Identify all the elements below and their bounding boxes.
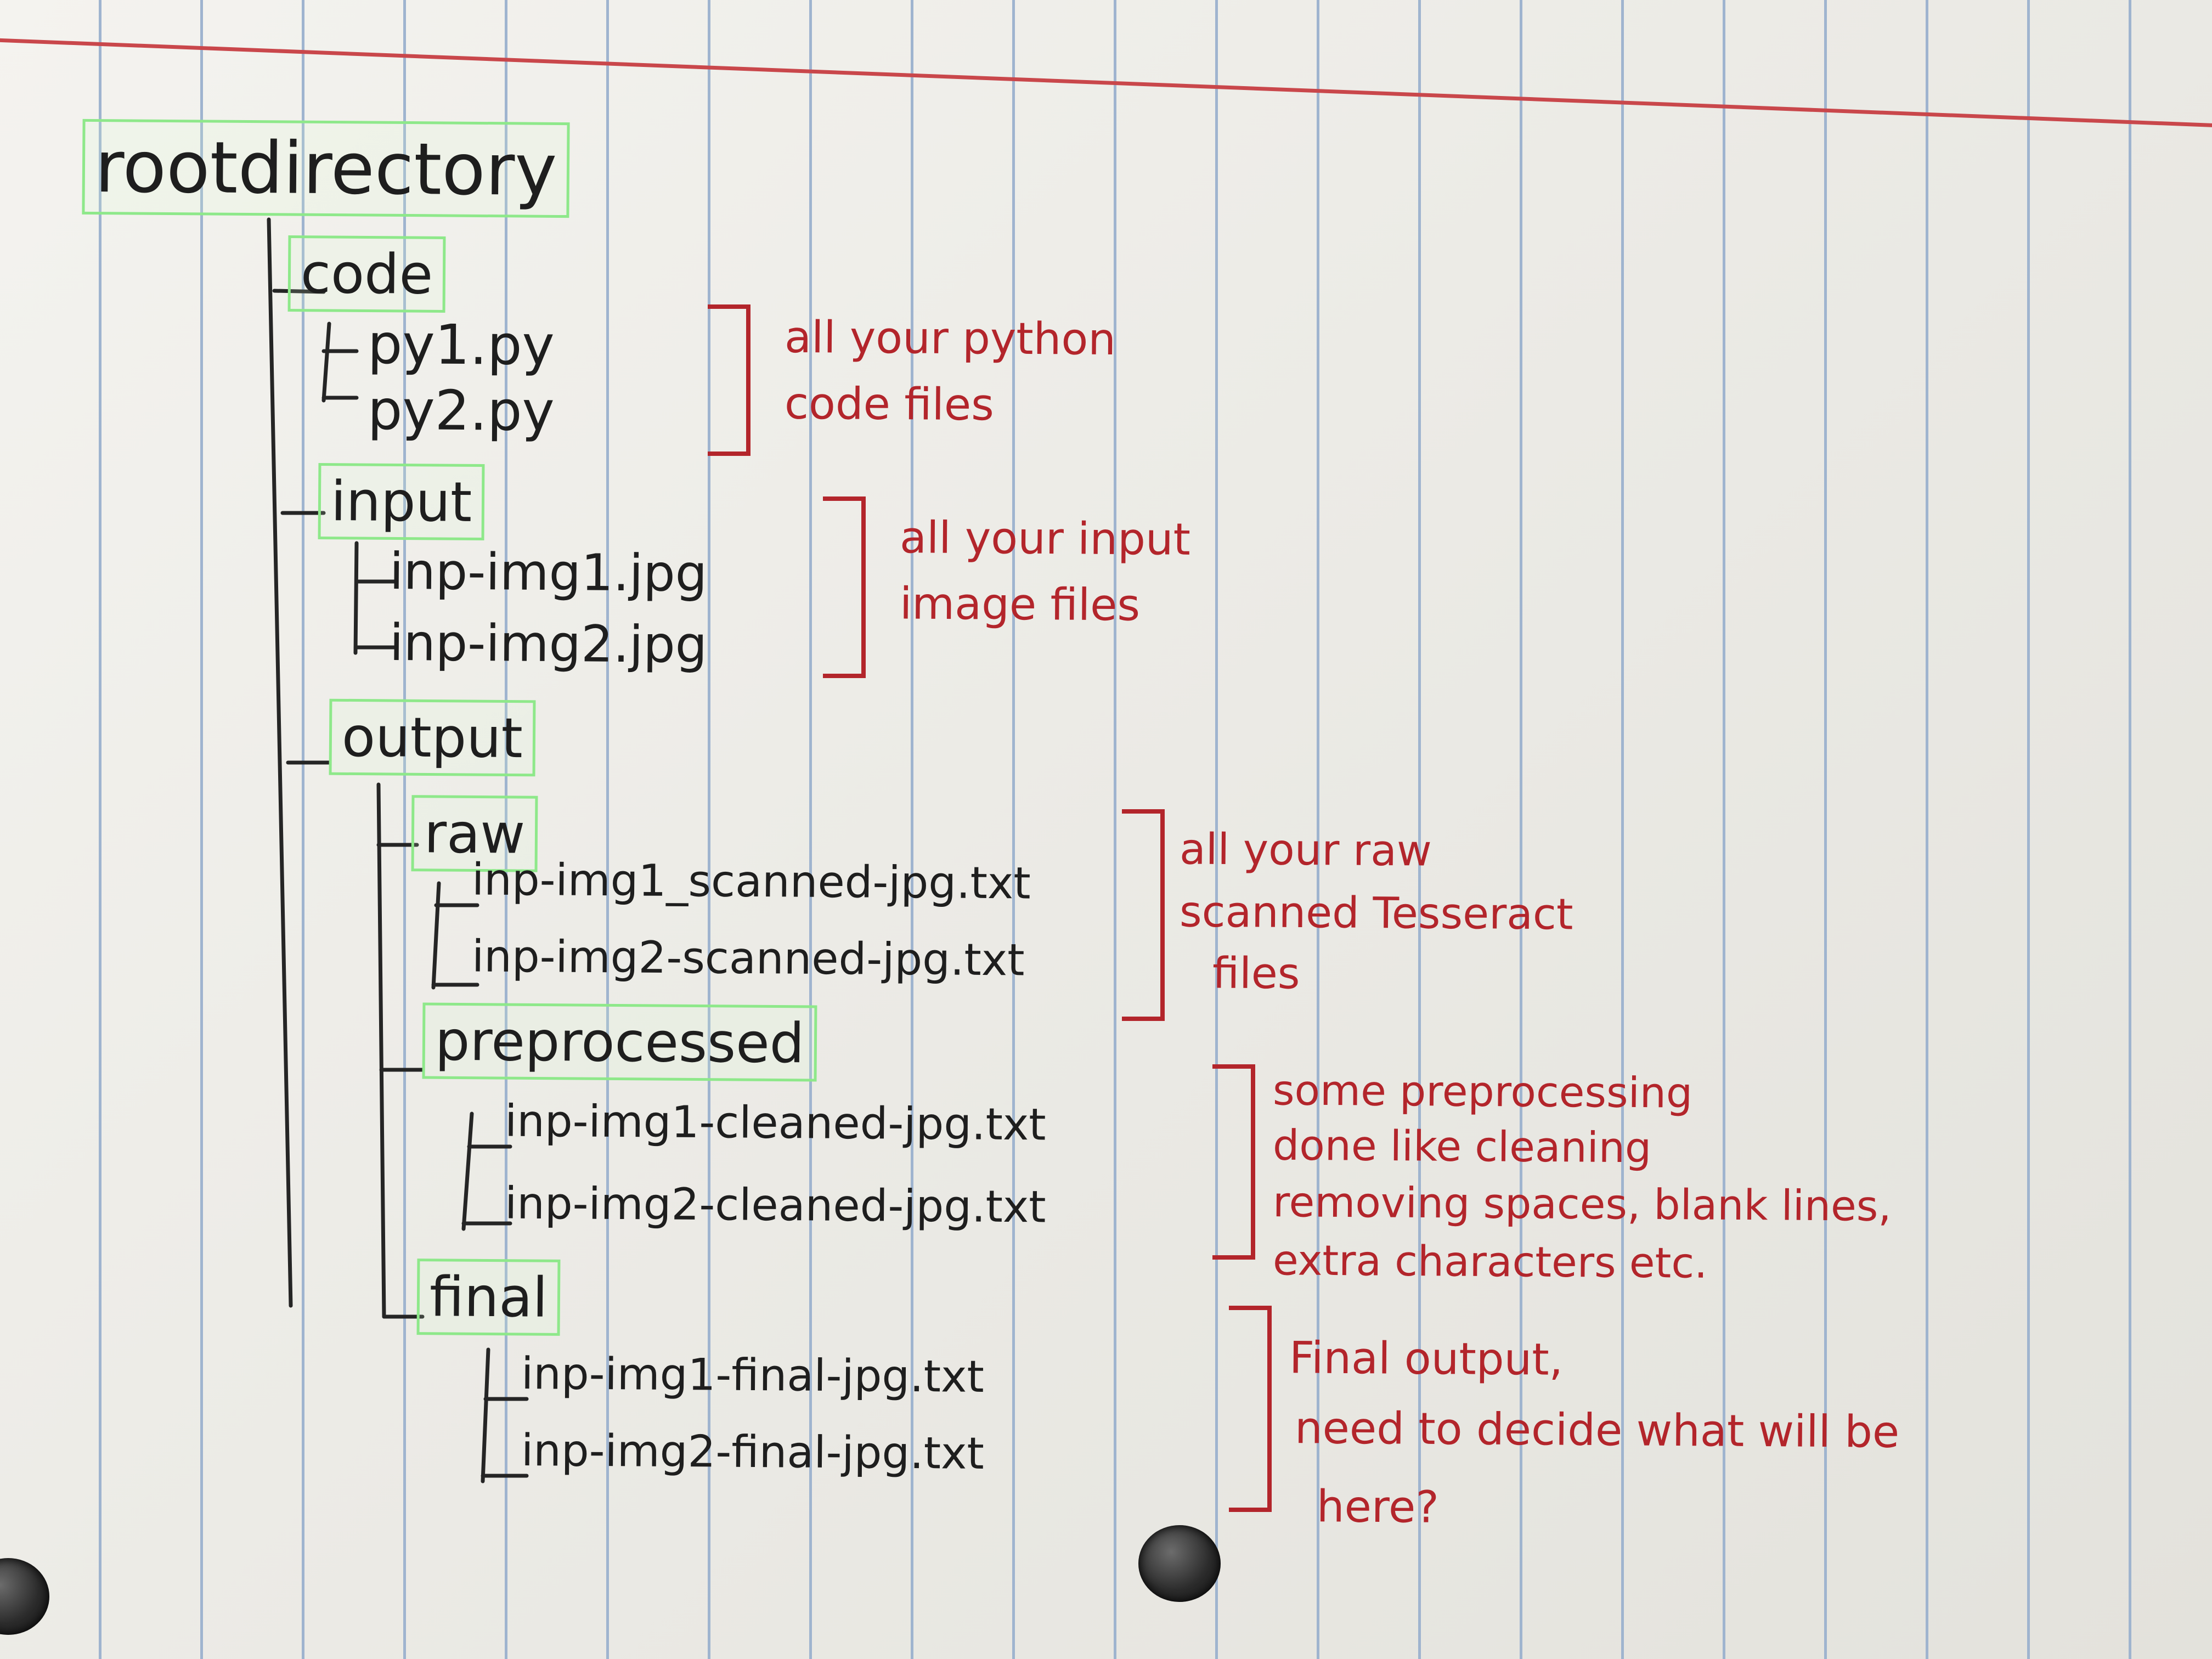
input-folder-label: input: [318, 462, 485, 541]
code-file-1: py1.py: [367, 312, 555, 378]
punch-hole-center: [1138, 1525, 1221, 1602]
raw-bracket: [1122, 809, 1165, 1021]
code-branch-line: [272, 289, 326, 294]
raw-files-line: [431, 881, 479, 990]
final-note-line-3: here?: [1316, 1481, 1440, 1533]
raw-file-1: inp-img1_scanned-jpg.txt: [471, 854, 1031, 909]
root-trunk-line: [267, 217, 293, 1308]
code-note-line-1: all your python: [784, 311, 1116, 365]
input-note-line-1: all your input: [899, 512, 1191, 565]
raw-note-line-3: files: [1212, 949, 1300, 999]
preprocessed-bracket: [1212, 1064, 1255, 1260]
preprocessed-files-line: [461, 1111, 512, 1231]
input-file-1: inp-img1.jpg: [389, 541, 708, 603]
output-folder-label: output: [329, 698, 536, 777]
output-trunk-line: [376, 782, 386, 1319]
raw-file-2: inp-img2-scanned-jpg.txt: [471, 930, 1025, 986]
root-folder-label: rootdirectory: [82, 119, 570, 218]
code-bracket: [708, 304, 751, 456]
preprocessed-note-line-1: some preprocessing: [1272, 1065, 1693, 1118]
input-bracket: [823, 496, 866, 678]
preprocessed-file-2: inp-img2-cleaned-jpg.txt: [504, 1177, 1046, 1233]
input-files-line: [353, 541, 397, 655]
final-files-line: [481, 1347, 529, 1483]
final-note-line-1: Final output,: [1289, 1332, 1564, 1385]
preprocessed-note-line-4: extra characters etc.: [1272, 1235, 1708, 1288]
preprocessed-note-line-2: done like cleaning: [1272, 1120, 1652, 1172]
raw-note-line-1: all your raw: [1179, 825, 1432, 876]
final-file-1: inp-img1-final-jpg.txt: [521, 1348, 985, 1402]
code-folder-label: code: [287, 235, 446, 313]
preprocessed-folder-label: preprocessed: [422, 1002, 817, 1082]
final-bracket: [1229, 1306, 1272, 1512]
final-file-2: inp-img2-final-jpg.txt: [521, 1425, 985, 1479]
code-note-line-2: code files: [784, 377, 995, 431]
preprocessed-note-line-3: removing spaces, blank lines,: [1272, 1177, 1892, 1231]
code-files-line: [321, 321, 359, 403]
input-file-2: inp-img2.jpg: [389, 613, 708, 675]
preprocessed-file-1: inp-img1-cleaned-jpg.txt: [504, 1095, 1046, 1150]
raw-note-line-2: scanned Tesseract: [1179, 887, 1573, 940]
final-folder-label: final: [416, 1259, 561, 1336]
input-note-line-2: image files: [899, 578, 1141, 631]
code-file-2: py2.py: [367, 377, 555, 444]
final-note-line-2: need to decide what will be: [1294, 1402, 1900, 1458]
